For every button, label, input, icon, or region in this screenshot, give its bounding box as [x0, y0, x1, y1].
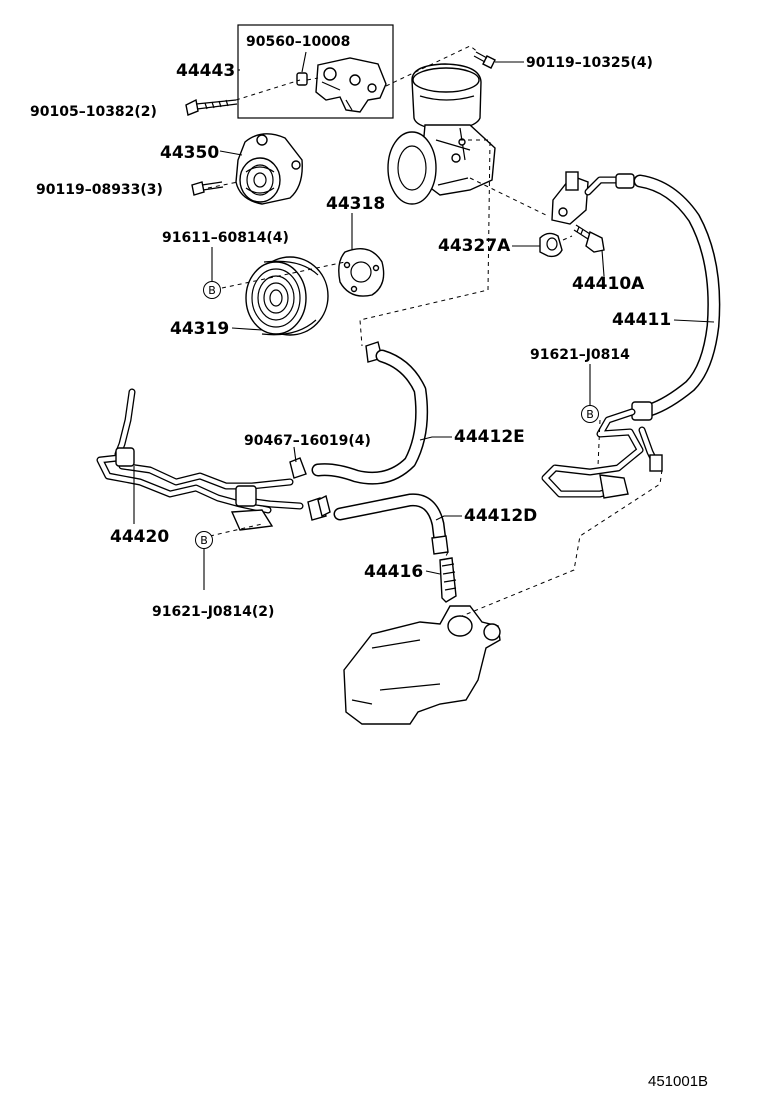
- label-44420: 44420: [110, 527, 169, 547]
- label-44411: 44411: [612, 310, 671, 330]
- b-marker-text: B: [208, 284, 216, 297]
- bolt-90119-10325: [473, 51, 496, 69]
- label-44410A: 44410A: [572, 274, 645, 294]
- pump-bracket: [315, 57, 387, 113]
- bracket-callout-box: [237, 24, 394, 119]
- hose-clamp-90467: [289, 457, 331, 521]
- label-90560-10008: 90560–10008: [246, 34, 350, 50]
- b-marker-text: B: [586, 408, 594, 421]
- label-44416: 44416: [364, 562, 423, 582]
- diagram-reference-code: 451001B: [648, 1073, 708, 1090]
- label-44412D: 44412D: [464, 506, 537, 526]
- pressure-hose-44411: [541, 171, 721, 499]
- pump-pulley-44319: [245, 256, 329, 336]
- b-marker-left-pulley: B: [203, 281, 221, 299]
- bracket-assembly-44443: [237, 24, 394, 119]
- b-marker-left-tube: B: [195, 531, 213, 549]
- connection-lines: [207, 45, 663, 617]
- leader-lines: [133, 51, 715, 590]
- bracket-nut: [296, 72, 308, 86]
- label-44443: 44443: [176, 61, 235, 81]
- b-marker-text: B: [200, 534, 208, 547]
- label-90119-08933: 90119–08933(3): [36, 182, 163, 198]
- label-91621-J0814-right: 91621–J0814: [530, 347, 630, 363]
- union-bolt-44410A: [573, 224, 605, 253]
- b-marker-right-hose: B: [581, 405, 599, 423]
- label-90119-10325: 90119–10325(4): [526, 55, 653, 71]
- power-steering-pump: [387, 63, 496, 205]
- clamp-44327A: [539, 232, 563, 258]
- label-90467-16019: 90467–16019(4): [244, 433, 371, 449]
- return-hose-44412D: [333, 493, 449, 555]
- label-91611-60814: 91611–60814(4): [162, 230, 289, 246]
- label-90105-10382: 90105–10382(2): [30, 104, 157, 120]
- label-44318: 44318: [326, 194, 385, 214]
- label-44350: 44350: [160, 143, 219, 163]
- label-91621-J0814-left: 91621–J0814(2): [152, 604, 274, 620]
- bolt-90119-08933: [191, 181, 224, 196]
- label-44319: 44319: [170, 319, 229, 339]
- return-tube-44420: [96, 388, 304, 531]
- idler-pulley-44350: [235, 133, 303, 205]
- label-44412E: 44412E: [454, 427, 525, 447]
- label-44327A: 44327A: [438, 236, 511, 256]
- return-hose-44412E: [311, 341, 429, 485]
- union-44416: [439, 557, 457, 603]
- bolt-90105: [185, 98, 238, 116]
- pulley-plate-44318: [338, 248, 385, 297]
- steering-gear-housing: [343, 605, 501, 725]
